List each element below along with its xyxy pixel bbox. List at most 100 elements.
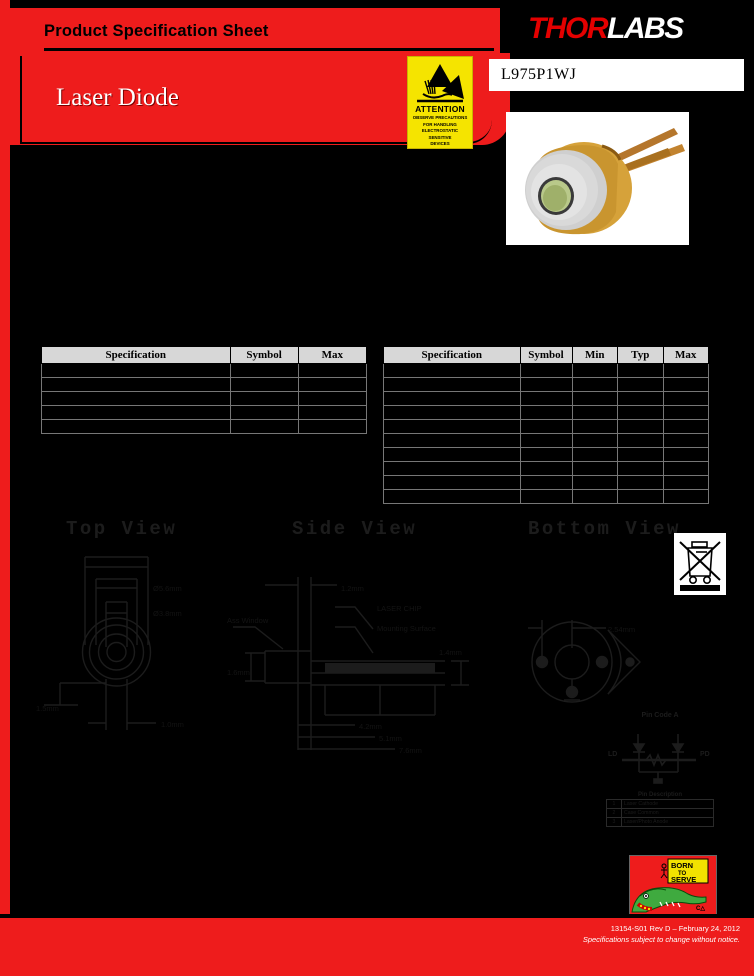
esd-line-5: DEVICES: [430, 141, 450, 147]
dim-label: 1.5mm: [36, 704, 59, 713]
cell-spec: [383, 461, 521, 476]
cell-min: [571, 447, 618, 462]
footer-divider: [0, 914, 754, 918]
pin-description-title: Pin Description: [637, 792, 682, 798]
cell-typ: [617, 363, 664, 378]
cell-symbol: [519, 405, 573, 420]
header-divider-rule: [44, 48, 494, 51]
cell-symbol: [229, 363, 299, 378]
table-row: [383, 461, 709, 476]
pin-code-diagram: Pin Code A LD: [600, 712, 720, 784]
table-header-row: Specification Symbol Min Typ Max: [383, 346, 709, 364]
cell-spec: [41, 405, 231, 420]
cell-symbol: [229, 377, 299, 392]
product-type-heading: Laser Diode: [56, 84, 179, 111]
esd-line-2: FOR HANDLING: [423, 121, 457, 127]
born-to-serve-logo: BORN TO SERVE C△: [629, 855, 717, 917]
specifications-table: Specification Symbol Min Typ Max: [383, 346, 709, 504]
side-view-schematic: 1.2mm LASER CHIP Mounting Surface Ass Wi…: [227, 577, 469, 755]
esd-instruction-text: OBSERVE PRECAUTIONS FOR HANDLING ELECTRO…: [413, 115, 468, 148]
dim-label: 1.4mm: [439, 648, 462, 657]
dim-label: 1.0mm: [161, 720, 184, 729]
table-row: [383, 447, 709, 462]
alligator-mascot-icon: BORN TO SERVE C△: [630, 856, 715, 915]
cell-max: [297, 391, 368, 406]
cell-symbol: [519, 433, 573, 448]
footer-text: 13154-S01 Rev D – February 24, 2012 Spec…: [400, 924, 740, 946]
th-symbol: Symbol: [519, 346, 573, 364]
table-row: [41, 419, 368, 434]
dim-label: 1.2mm: [341, 584, 364, 593]
cell-max: [662, 489, 709, 504]
cell-max: [662, 363, 709, 378]
cell-spec: [41, 391, 231, 406]
logo-labs-text: LABS: [607, 12, 684, 45]
cell-max: [297, 419, 368, 434]
pin-number: 2: [606, 808, 622, 818]
table-row: [383, 363, 709, 378]
left-red-bar: [0, 0, 10, 976]
th-symbol: Symbol: [229, 346, 299, 364]
cell-symbol: [519, 419, 573, 434]
part-number-text: L975P1WJ: [501, 66, 577, 83]
cell-max: [662, 447, 709, 462]
pin-label: Case Common: [621, 808, 714, 818]
laser-diode-to-can-image: [506, 112, 689, 245]
footer-disclaimer: Specifications subject to change without…: [582, 935, 740, 945]
cell-min: [571, 405, 618, 420]
cell-max: [297, 363, 368, 378]
cell-symbol: [519, 461, 573, 476]
cell-max: [297, 405, 368, 420]
cell-typ: [617, 405, 664, 420]
side-view-window-label: Ass Window: [227, 616, 269, 625]
weee-symbol: [674, 533, 726, 595]
cell-min: [571, 461, 618, 476]
table-row: [383, 433, 709, 448]
esd-line-1: OBSERVE PRECAUTIONS: [412, 114, 468, 120]
absolute-maximum-ratings-table: Specification Symbol Max: [41, 346, 368, 434]
esd-line-3: ELECTROSTATIC: [421, 128, 459, 134]
table-row: [383, 419, 709, 434]
cell-spec: [41, 377, 231, 392]
bts-mark: C△: [696, 905, 705, 912]
bottom-view-title: Bottom View: [528, 518, 681, 540]
table-row: [41, 377, 368, 392]
bts-line-1: BORN: [671, 861, 693, 870]
cell-min: [571, 489, 618, 504]
dim-label: 1.6mm: [227, 668, 250, 677]
cell-typ: [617, 419, 664, 434]
thorlabs-logo: THORLABS: [528, 14, 718, 44]
side-view-drawing: 1.2mm LASER CHIP Mounting Surface Ass Wi…: [225, 565, 490, 765]
dim-label: 2.54mm: [608, 625, 635, 634]
side-view-title: Side View: [292, 518, 418, 540]
cell-spec: [383, 447, 521, 462]
bts-line-3: SERVE: [671, 875, 696, 884]
cell-symbol: [519, 377, 573, 392]
esd-attention-text: ATTENTION: [415, 103, 465, 114]
dim-label: 5.1mm: [379, 734, 402, 743]
cell-spec: [41, 419, 231, 434]
cell-max: [662, 377, 709, 392]
cell-min: [571, 377, 618, 392]
part-number-box: L975P1WJ: [489, 59, 744, 91]
cell-symbol: [519, 391, 573, 406]
cell-min: [571, 419, 618, 434]
cell-symbol: [229, 391, 299, 406]
footer-red-band: [0, 918, 754, 976]
document-revision: 13154-S01 Rev D – February 24, 2012: [610, 924, 740, 934]
cell-min: [571, 433, 618, 448]
pin-number: 3: [606, 817, 622, 827]
pin-code-pd-label: PD: [700, 751, 710, 758]
th-max: Max: [662, 346, 709, 364]
top-view-schematic: Ø5.6mm Ø3.8mm 1.5mm 1.0mm: [36, 556, 184, 730]
cell-typ: [617, 377, 664, 392]
table-row: [383, 377, 709, 392]
side-view-laser-chip-label: LASER CHIP: [377, 604, 422, 613]
table-header-row: Specification Symbol Max: [41, 346, 368, 364]
